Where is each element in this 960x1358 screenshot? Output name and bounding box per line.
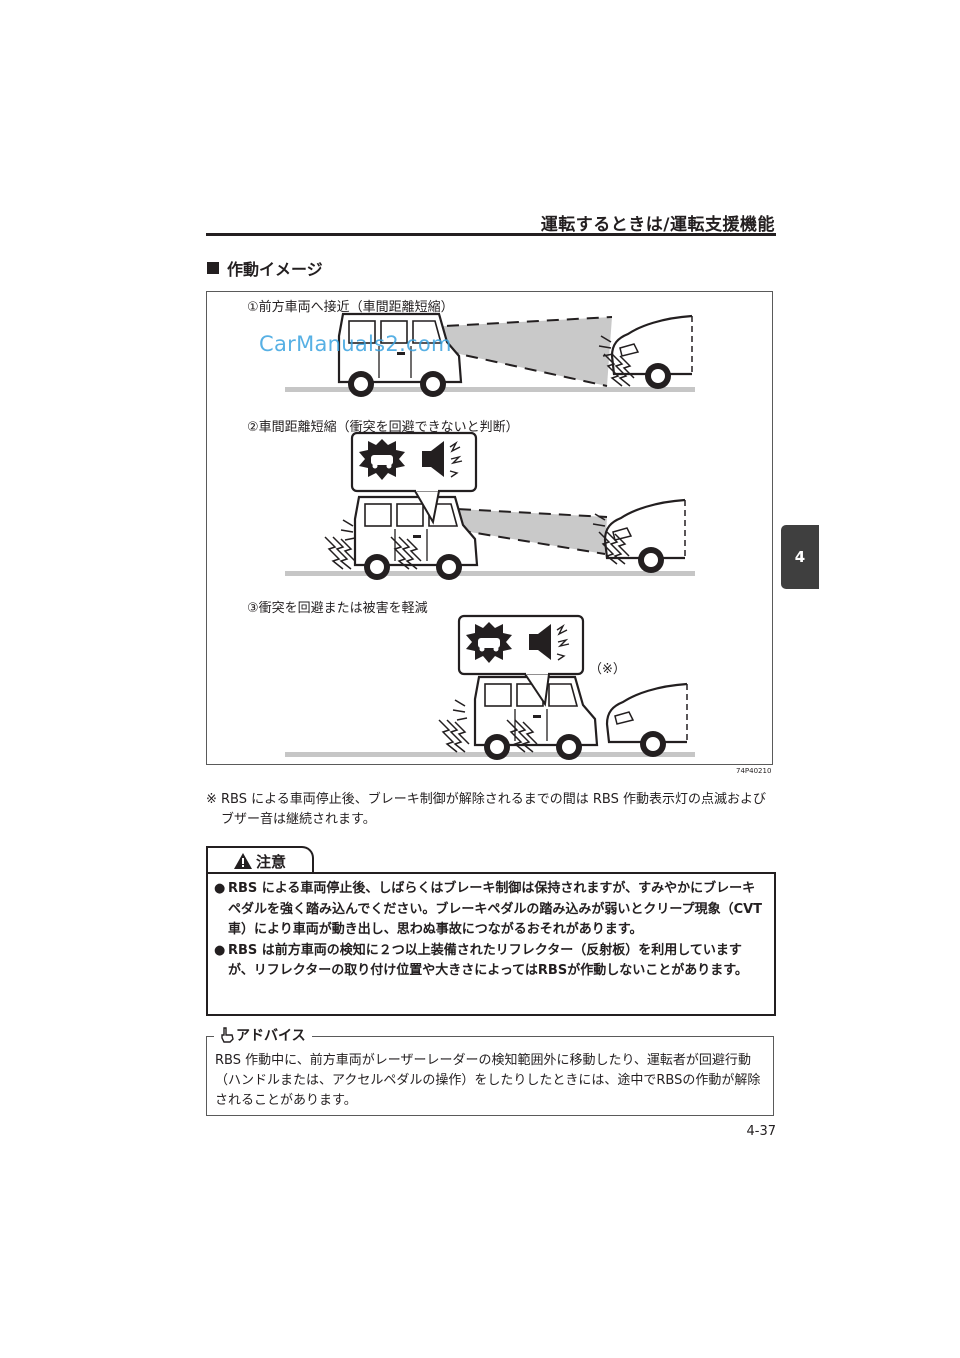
warning-triangle-icon bbox=[233, 853, 252, 869]
step-2-label: ②車間距離短縮（衝突を回避できないと判断） bbox=[247, 420, 519, 435]
caution-item-text: RBS による車両停止後、しばらくはブレーキ制御は保持されますが、すみやかにブレ… bbox=[228, 881, 763, 937]
caution-item-text: RBS は前方車両の検知に２つ以上装備されたリフレクター（反射板）を利用していま… bbox=[228, 942, 748, 979]
chapter-number: 4 bbox=[794, 548, 806, 566]
advice-title: アドバイス bbox=[236, 1028, 306, 1044]
header-title: 運転するときは/運転支援機能 bbox=[540, 215, 775, 235]
bullet-icon: ● bbox=[214, 942, 226, 958]
caution-heading: 注意 bbox=[206, 846, 314, 874]
figure-code: 74P40210 bbox=[736, 767, 772, 775]
caution-item: ● RBS による車両停止後、しばらくはブレーキ制御は保持されますが、すみやかに… bbox=[214, 879, 764, 941]
note-text: RBS による車両停止後、ブレーキ制御が解除されるまでの間は RBS 作動表示灯… bbox=[221, 792, 766, 827]
rbs-diagram-svg bbox=[285, 312, 695, 762]
caution-title: 注意 bbox=[255, 852, 286, 871]
watermark: CarManuals2.com bbox=[259, 332, 452, 356]
advice-heading: アドバイス bbox=[214, 1025, 312, 1045]
bullet-icon: ● bbox=[214, 881, 226, 896]
caution-item: ● RBS は前方車両の検知に２つ以上装備されたリフレクター（反射板）を利用して… bbox=[214, 941, 764, 982]
section-title: 作動イメージ bbox=[207, 256, 323, 280]
step-3-label: ③衝突を回避または被害を軽減 bbox=[247, 601, 428, 616]
header-rule bbox=[206, 233, 776, 236]
rbs-operation-figure: ①前方車両へ接近（車間距離短縮） ②車間距離短縮（衝突を回避できないと判断） ③… bbox=[206, 291, 773, 765]
page-number: 4-37 bbox=[746, 1124, 776, 1139]
section-title-text: 作動イメージ bbox=[227, 260, 323, 279]
advice-box: RBS 作動中に、前方車両がレーザーレーダーの検知範囲外に移動したり、運転者が回… bbox=[206, 1036, 774, 1116]
step-1-label: ①前方車両へ接近（車間距離短縮） bbox=[247, 300, 454, 315]
note-mark: ※ bbox=[206, 792, 217, 807]
advice-text: RBS 作動中に、前方車両がレーザーレーダーの検知範囲外に移動したり、運転者が回… bbox=[215, 1053, 761, 1108]
pointing-hand-icon bbox=[221, 1027, 234, 1043]
square-bullet-icon bbox=[207, 262, 219, 274]
asterisk-label: （※） bbox=[589, 662, 626, 677]
chapter-tab: 4 bbox=[781, 525, 819, 589]
caution-box: ● RBS による車両停止後、しばらくはブレーキ制御は保持されますが、すみやかに… bbox=[206, 872, 776, 1016]
footnote: ※ RBS による車両停止後、ブレーキ制御が解除されるまでの間は RBS 作動表… bbox=[206, 790, 776, 830]
